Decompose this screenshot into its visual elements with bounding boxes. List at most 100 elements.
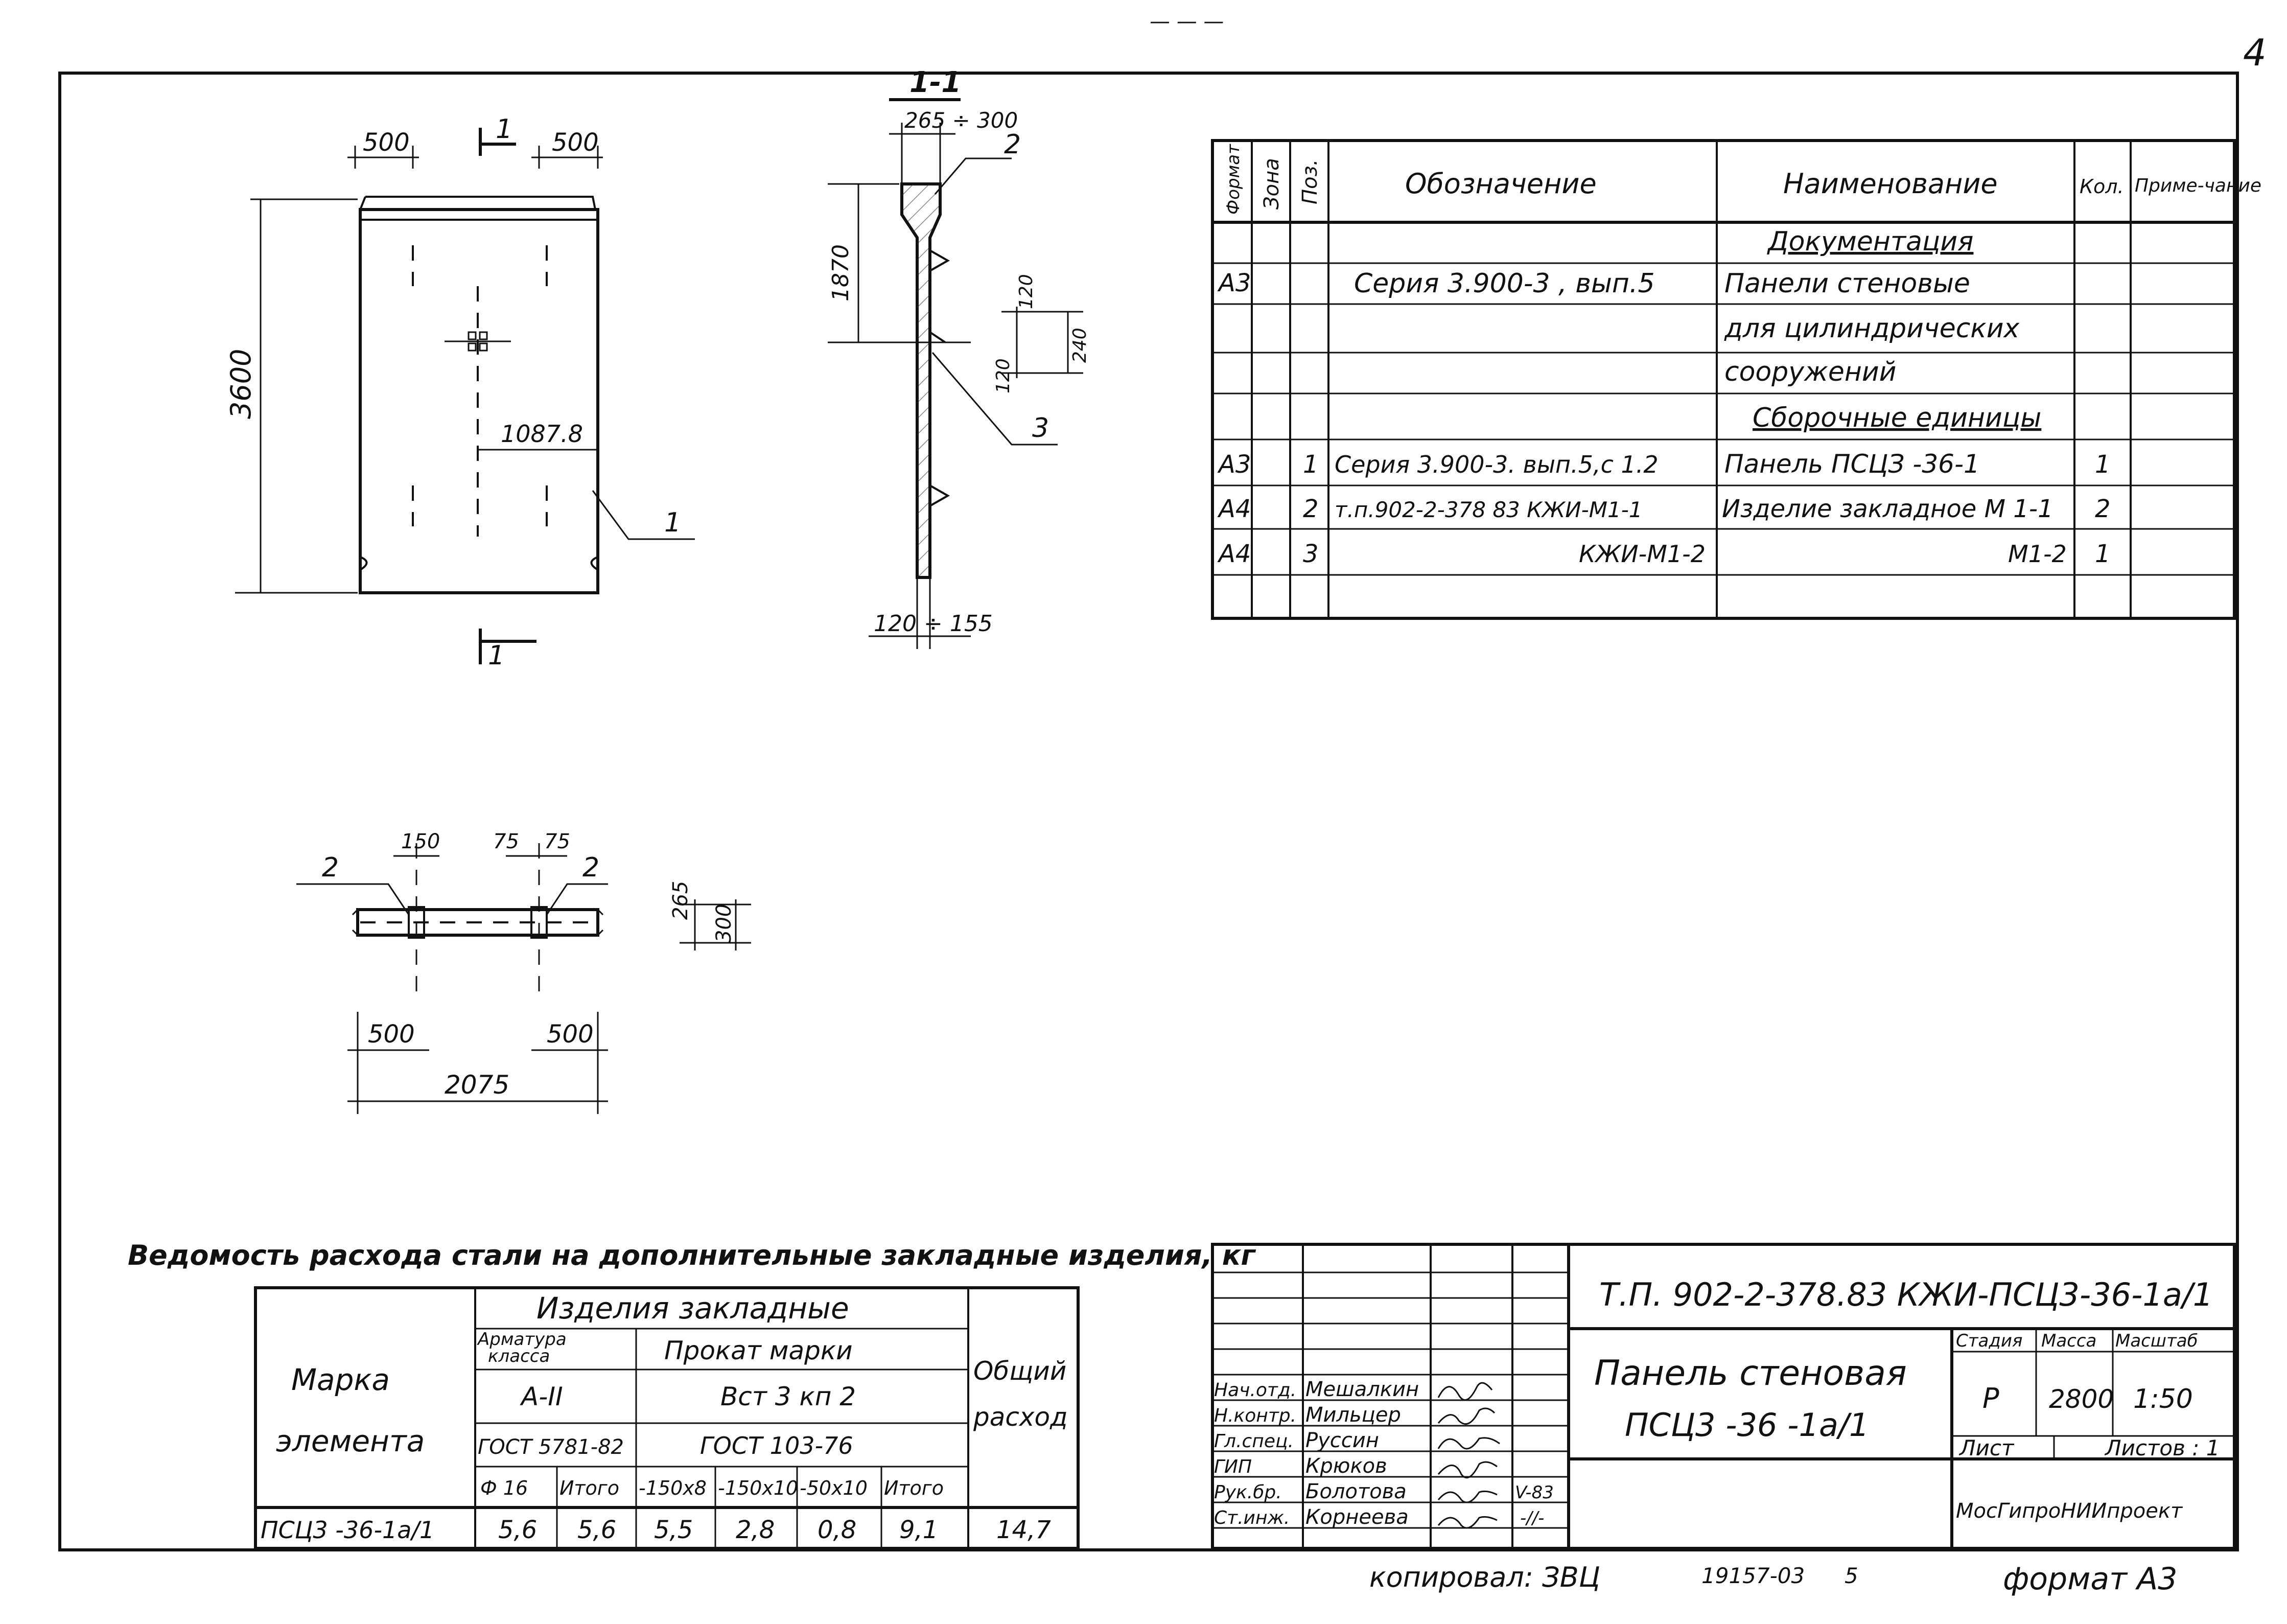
steel-mark-header-2: элемента: [276, 1424, 425, 1458]
dim-150: 150: [401, 830, 440, 853]
steel-sub-4: -50x10: [800, 1477, 868, 1499]
steel-total-header-1: Общий: [973, 1356, 1066, 1386]
mass-label: Масса: [2041, 1331, 2096, 1351]
steel-row-v3: 2,8: [736, 1516, 775, 1544]
steel-prokat-gost: ГОСТ 103-76: [700, 1432, 853, 1459]
steel-row-v0: 5,6: [498, 1516, 537, 1544]
footer-copied: копировал: ЗВЦ: [1369, 1561, 1600, 1593]
spec-row-1-format: А3: [1217, 269, 1251, 297]
spec-row-1-name: Панели стеновые: [1724, 268, 1970, 299]
staff-5-name: Корнеева: [1305, 1505, 1409, 1529]
steel-title: Ведомость расхода стали на дополнительны…: [128, 1239, 1256, 1271]
specification-table: Формат Зона Поз. Обозначение Наименовани…: [1211, 139, 2261, 620]
spec-header-qty: Кол.: [2080, 175, 2124, 198]
dim-300: 300: [712, 904, 736, 943]
cut-mark-top: 1: [496, 114, 512, 145]
staff-3-name: Крюков: [1305, 1454, 1387, 1478]
steel-row-v5: 9,1: [899, 1516, 938, 1544]
spec-row-6-pos: 2: [1303, 495, 1319, 523]
dim-75-left: 75: [493, 830, 519, 853]
spec-header-zone: Зона: [1260, 158, 1283, 210]
spec-row-4-name: Сборочные единицы: [1753, 403, 2041, 433]
spec-row-5-name: Панель ПСЦЗ -36-1: [1724, 449, 1980, 479]
sheets-label: Листов : 1: [2104, 1435, 2220, 1460]
steel-table: Ведомость расхода стали на дополнительны…: [128, 1239, 1256, 1550]
staff-0-role: Нач.отд.: [1214, 1380, 1296, 1401]
sheet-frame: [58, 72, 2239, 1551]
dim-75-right: 75: [544, 830, 570, 853]
plan-pos-2-left: 2: [322, 852, 339, 883]
footer-order-sheet: 5: [1845, 1563, 1858, 1588]
spec-row-7-designation: КЖИ-М1-2: [1579, 540, 1706, 568]
staff-4-role: Рук.бр.: [1214, 1482, 1282, 1503]
title-line-1: Панель стеновая: [1594, 1353, 1907, 1394]
doc-code: Т.П. 902-2-378.83 КЖИ-ПСЦ3-36-1а/1: [1599, 1276, 2213, 1313]
scale-label: Масштаб: [2115, 1331, 2198, 1351]
mass-value: 2800: [2049, 1384, 2114, 1414]
steel-row-total: 14,7: [996, 1516, 1051, 1544]
spec-row-5-pos: 1: [1303, 450, 1319, 479]
spec-row-2-name: для цилиндрических: [1724, 313, 2020, 344]
org-name: МосГипроНИИпроект: [1956, 1499, 2183, 1523]
spec-row-5-qty: 1: [2095, 450, 2111, 479]
pos-1-label: 1: [664, 507, 681, 538]
dim-3600: 3600: [225, 349, 257, 419]
staff-5-date: -//-: [1520, 1508, 1544, 1528]
dim-2075: 2075: [445, 1070, 509, 1100]
staff-2-name: Руссин: [1305, 1429, 1379, 1452]
staff-2-role: Гл.спец.: [1214, 1431, 1294, 1452]
spec-row-7-qty: 1: [2095, 540, 2111, 568]
steel-sub-2: -150x8: [639, 1477, 707, 1499]
steel-sub-0: Ф 16: [480, 1477, 528, 1499]
steel-prokat-header: Прокат марки: [664, 1336, 853, 1365]
top-marks: — — —: [1150, 10, 1224, 33]
dim-500-plan-right: 500: [547, 1020, 594, 1049]
dim-120-155: 120 ÷ 155: [874, 611, 993, 637]
steel-arm-header-1: Арматура: [477, 1329, 567, 1350]
panel-elevation-view: 1087.8 500 500 1 1 3600 1: [225, 114, 695, 671]
spec-row-6-designation: т.п.902-2-378 83 КЖИ-М1-1: [1335, 497, 1643, 522]
dim-1870: 1870: [828, 244, 854, 301]
staff-4-date: V-83: [1515, 1482, 1554, 1503]
steel-total-header-2: расход: [973, 1402, 1068, 1432]
page-number: 4: [2243, 31, 2267, 74]
spec-header-name: Наименование: [1783, 168, 1998, 200]
steel-arm-header-2: класса: [488, 1346, 550, 1366]
title-line-2: ПСЦ3 -36 -1а/1: [1625, 1406, 1869, 1444]
sheet-label: Лист: [1958, 1435, 2015, 1460]
plan-pos-2-right: 2: [582, 852, 599, 883]
spec-row-6-format: А4: [1217, 495, 1251, 523]
spec-row-6-qty: 2: [2095, 495, 2111, 523]
spec-row-7-name: М1-2: [2008, 540, 2067, 568]
steel-sub-5: Итого: [884, 1477, 944, 1499]
dim-500-left: 500: [363, 128, 410, 157]
footer-order: 19157-03: [1701, 1563, 1805, 1588]
cut-mark-bottom: 1: [488, 640, 505, 671]
steel-prokat-mark: Вст 3 кп 2: [720, 1382, 856, 1411]
staff-1-name: Мильцер: [1305, 1403, 1401, 1427]
spec-row-5-designation: Серия 3.900-3. вып.5,с 1.2: [1335, 451, 1659, 478]
steel-group-header: Изделия закладные: [536, 1291, 849, 1326]
section-pos-3: 3: [1032, 413, 1049, 444]
steel-sub-3: -150x10: [718, 1477, 798, 1499]
spec-header-format: Формат: [1223, 144, 1244, 215]
steel-row-mark: ПСЦ3 -36-1а/1: [261, 1516, 434, 1544]
dim-265-300: 265 ÷ 300: [904, 108, 1018, 133]
footer-format: формат А3: [2003, 1561, 2177, 1597]
steel-row-v2: 5,5: [654, 1516, 693, 1544]
scale-value: 1:50: [2133, 1384, 2193, 1414]
dim-500-plan-left: 500: [368, 1020, 415, 1049]
spec-row-6-name: Изделие закладное М 1-1: [1722, 495, 2053, 523]
steel-arm-class: А-II: [520, 1382, 563, 1411]
spec-row-0-name: Документация: [1767, 226, 1973, 257]
dim-500-right: 500: [552, 128, 599, 157]
stage-value: Р: [1982, 1382, 1999, 1414]
section-pos-2: 2: [1004, 129, 1021, 160]
steel-mark-header-1: Марка: [291, 1362, 390, 1397]
spec-row-3-name: сооружений: [1724, 357, 1896, 387]
staff-5-role: Ст.инж.: [1214, 1507, 1290, 1528]
spec-row-5-format: А3: [1217, 450, 1251, 479]
spec-header-designation: Обозначение: [1405, 168, 1597, 200]
staff-1-role: Н.контр.: [1214, 1405, 1296, 1426]
